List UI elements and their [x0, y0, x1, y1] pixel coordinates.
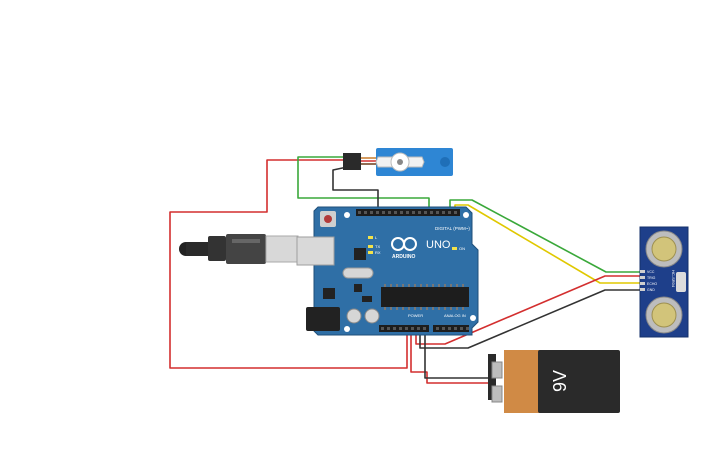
usb-cable[interactable]	[179, 234, 299, 264]
wire-red-sensor[interactable]	[415, 275, 640, 345]
uno-label: UNO	[426, 239, 451, 251]
usb-plug-ridge	[232, 239, 260, 243]
wire-red-battery[interactable]	[410, 330, 490, 384]
wire-black-battery[interactable]	[424, 330, 490, 379]
l-led	[368, 236, 373, 239]
usb-b-port	[296, 236, 335, 266]
power-header-pins	[381, 327, 469, 330]
dc-jack	[306, 307, 340, 331]
capacitor-2	[364, 308, 380, 324]
wire-green-servo[interactable]	[297, 156, 430, 213]
battery-terminal-2	[491, 385, 503, 403]
capacitor-1	[346, 308, 362, 324]
usb-cable-strain	[186, 242, 208, 256]
crystal	[342, 267, 374, 279]
battery-terminal-1	[491, 361, 503, 379]
sensor-pin-trig: TRIG	[647, 276, 656, 280]
sensor-transducer-2-mesh	[651, 302, 677, 328]
mount-hole-4	[470, 315, 476, 321]
digital-label: DIGITAL (PWM~)	[435, 226, 470, 231]
l-label: L	[375, 235, 378, 240]
reset-button-cap[interactable]	[324, 215, 332, 223]
wire-black-sensor[interactable]	[419, 289, 640, 349]
usb-plug-body	[226, 234, 266, 264]
usb-cable-grip	[208, 236, 226, 261]
servo-connector	[343, 153, 361, 170]
on-label: ON	[459, 246, 465, 251]
servo-motor[interactable]	[343, 148, 453, 176]
power-label: POWER	[408, 313, 423, 318]
sensor-pins	[640, 270, 645, 291]
battery-orange-band	[504, 350, 540, 413]
servo-screw	[397, 159, 403, 165]
atmega-chip	[381, 287, 469, 307]
rx-label: RX	[375, 250, 381, 255]
on-led	[452, 247, 457, 250]
sensor-transducer-1-mesh	[651, 236, 677, 262]
battery-9v[interactable]: 9V	[488, 350, 620, 413]
regulator	[354, 284, 362, 292]
mount-hole-2	[463, 212, 469, 218]
mount-hole-3	[344, 326, 350, 332]
rx-led	[368, 251, 373, 254]
atmega-pins	[384, 284, 464, 310]
logo-text: ARDUINO	[392, 254, 415, 260]
power-header	[379, 325, 429, 332]
sensor-pin-gnd: GND	[647, 288, 655, 292]
small-chip	[362, 296, 372, 302]
analog-label: ANALOG IN	[444, 313, 466, 318]
arduino-board[interactable]: DIGITAL (PWM~) ARDUINO UNO ON L TX RX	[296, 206, 479, 336]
sensor-pin-echo: ECHO	[647, 282, 657, 286]
wire-green-sensor[interactable]	[449, 199, 640, 273]
voltage-reg	[323, 288, 335, 299]
wire-black-servo[interactable]	[332, 165, 379, 213]
ultrasonic-sensor[interactable]: VCC TRIG ECHO GND HC-SR04	[639, 226, 689, 338]
sensor-pin-vcc: VCC	[647, 270, 655, 274]
usb-chip	[354, 248, 366, 260]
digital-header-pins	[358, 211, 457, 214]
mount-hole-1	[344, 212, 350, 218]
sensor-crystal	[676, 272, 686, 292]
tx-label: TX	[375, 244, 380, 249]
tx-led	[368, 245, 373, 248]
sensor-model: HC-SR04	[671, 270, 676, 288]
servo-mount	[440, 157, 450, 167]
wire-red-servo[interactable]	[169, 159, 408, 369]
arduino-logo: ARDUINO	[391, 237, 417, 260]
battery-body	[538, 350, 620, 413]
usb-plug-metal	[265, 235, 299, 263]
battery-label: 9V	[550, 370, 570, 392]
